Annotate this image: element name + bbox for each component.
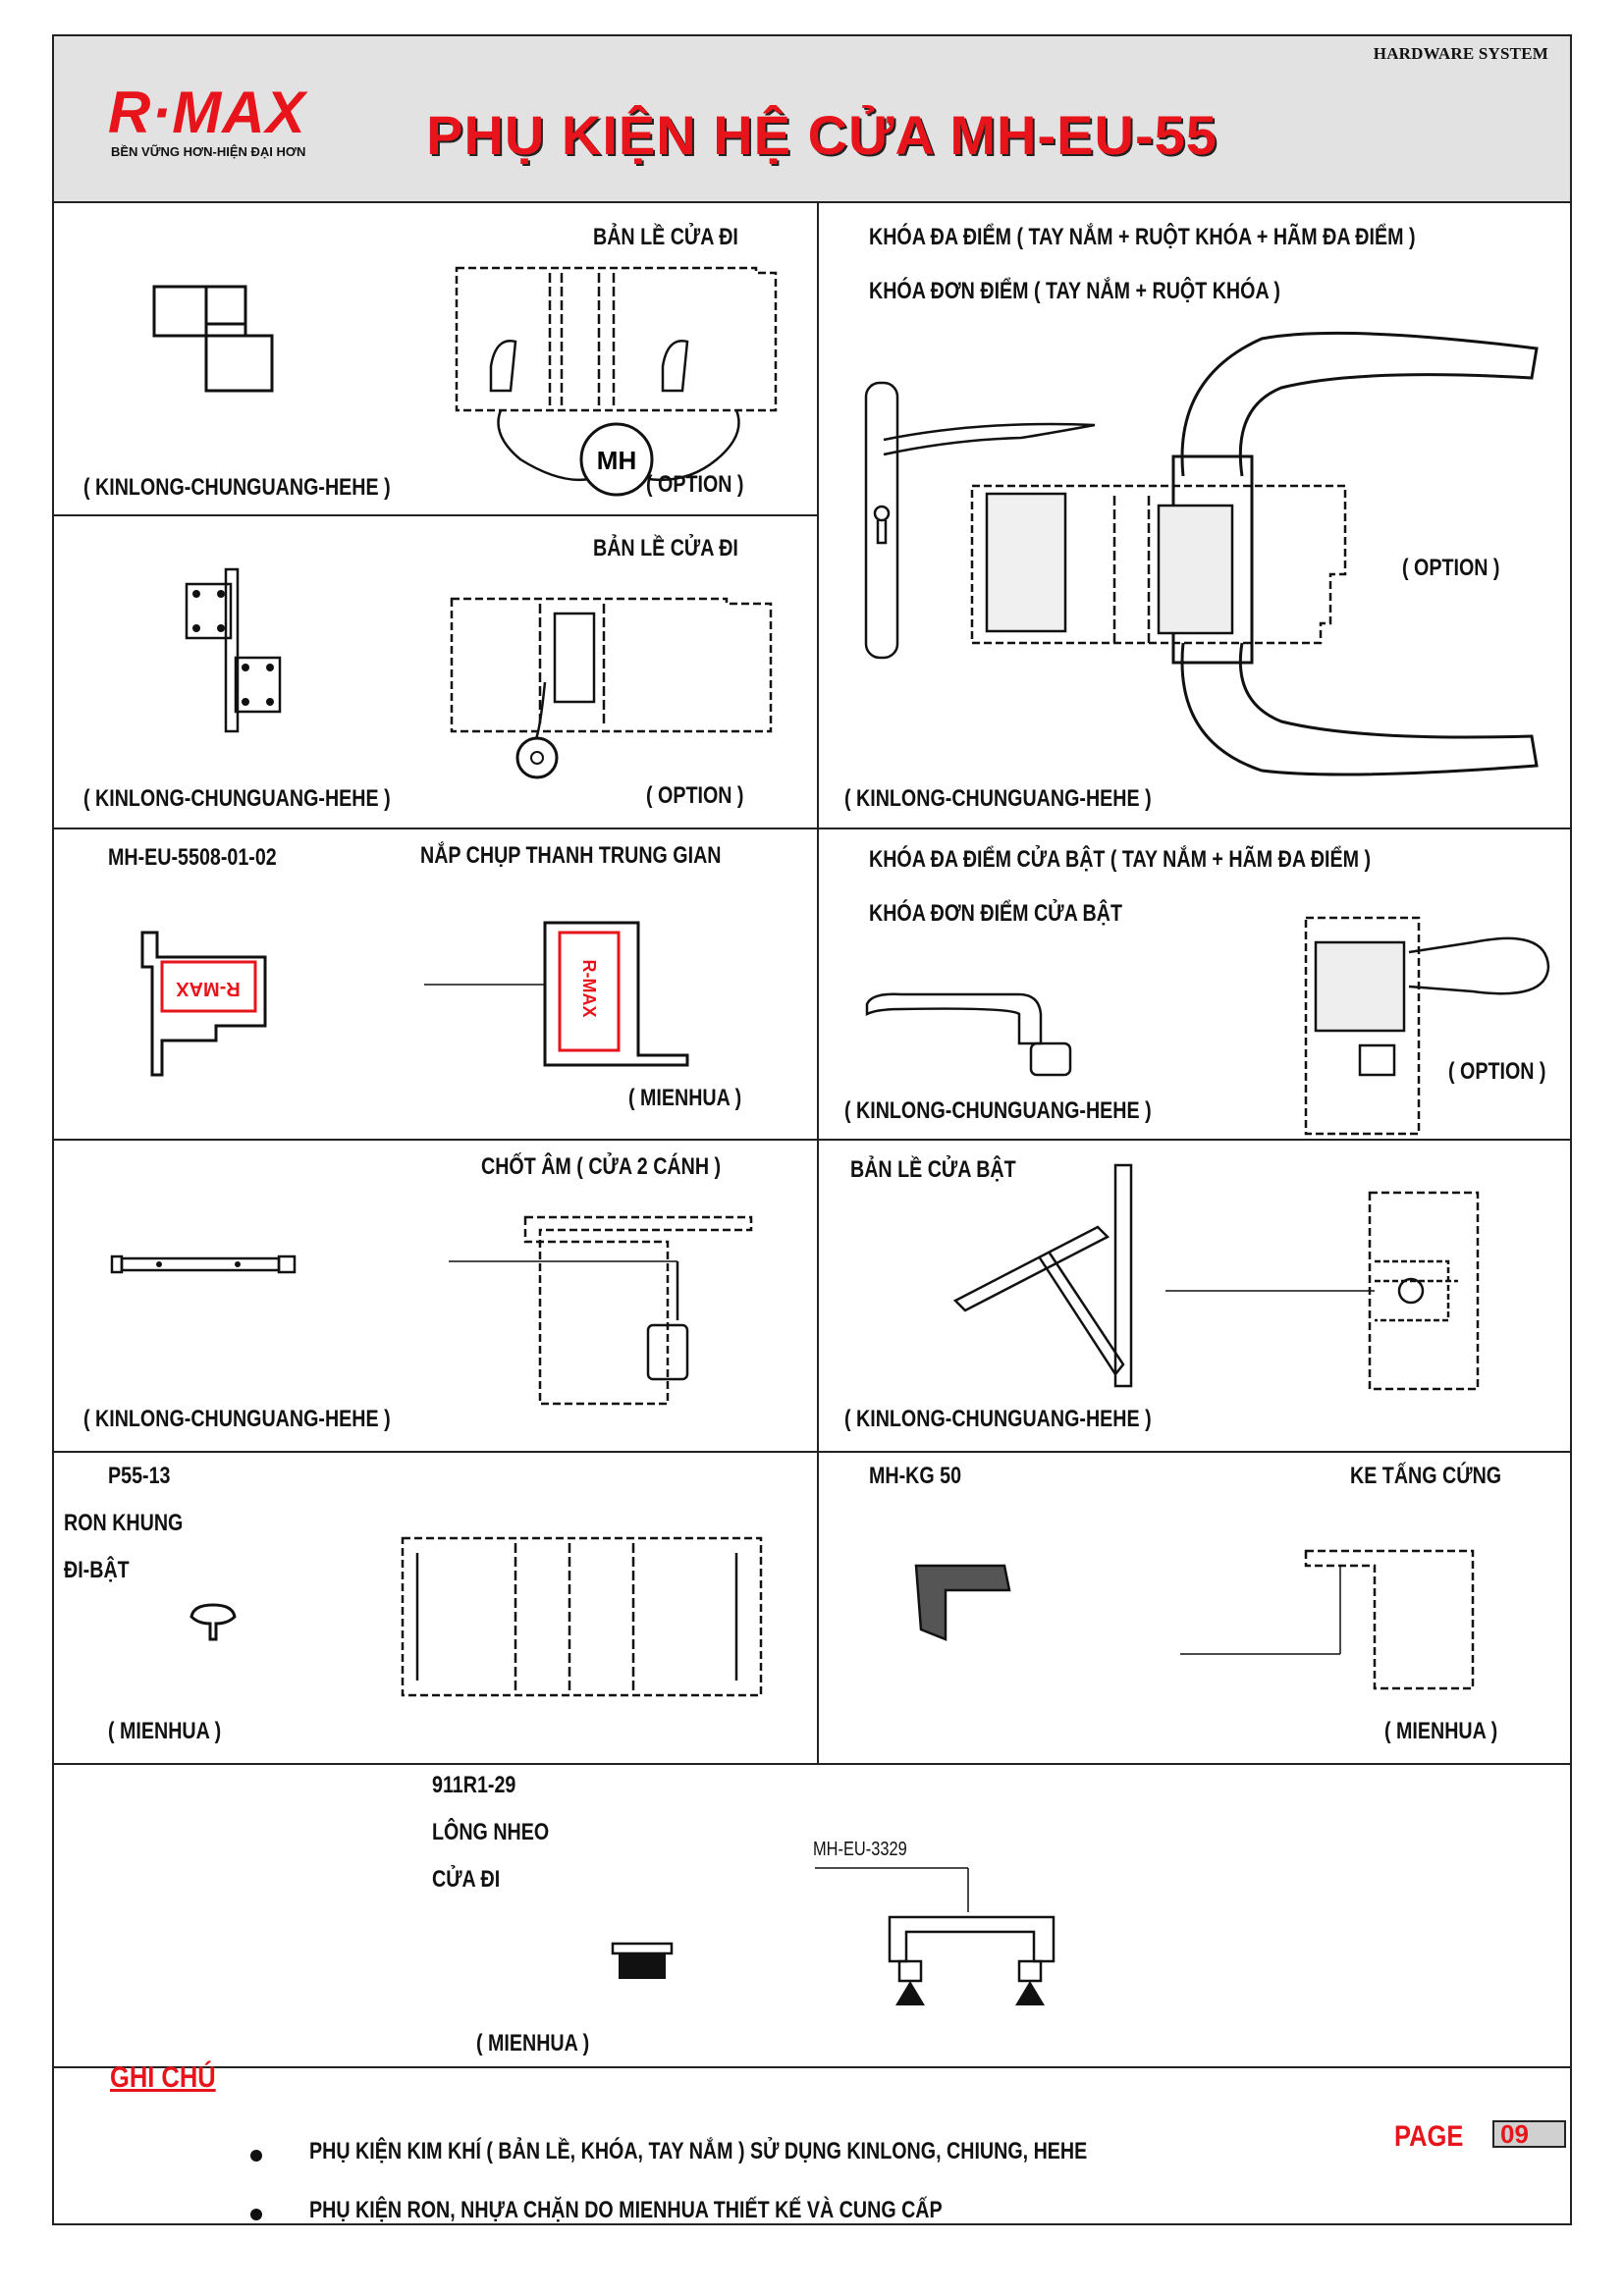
corner-key-section-drawing [1178, 1546, 1478, 1693]
gasket-code: P55-13 [108, 1463, 171, 1489]
gasket-name-2: ĐI-BẬT [64, 1557, 130, 1583]
divider-h-5 [54, 2066, 1570, 2068]
door-hinge-1-supplier: ( KINLONG-CHUNGUANG-HEHE ) [83, 474, 391, 501]
casement-lock-title-1: KHÓA ĐA ĐIỂM CỬA BẬT ( TAY NẮM + HÃM ĐA … [869, 846, 1372, 873]
note-bullet-1 [250, 2150, 262, 2162]
door-hinge-1-title: BẢN LỀ CỬA ĐI [593, 224, 738, 250]
casement-hinge-supplier: ( KINLONG-CHUNGUANG-HEHE ) [844, 1406, 1152, 1432]
notes-title: GHI CHÚ [110, 2061, 216, 2094]
mullion-mark-1: R-MAX [176, 978, 241, 999]
gasket-name-1: RON KHUNG [64, 1510, 184, 1536]
divider-h-1 [54, 828, 1570, 829]
mullion-cap-drawing: R-MAX [137, 928, 275, 1080]
brand-logo: R·MAX [108, 80, 306, 145]
note-bullet-2 [250, 2209, 262, 2220]
lock-section-drawing [967, 329, 1546, 780]
corner-key-code: MH-KG 50 [869, 1463, 962, 1489]
brush-code: 911R1-29 [432, 1772, 516, 1798]
door-hinge-2-title: BẢN LỀ CỬA ĐI [593, 535, 738, 561]
lock-supplier: ( KINLONG-CHUNGUANG-HEHE ) [844, 785, 1152, 812]
casement-lock-option: ( OPTION ) [1448, 1058, 1546, 1085]
flush-bolt-drawing [110, 1255, 297, 1274]
note-item-2: PHỤ KIỆN RON, NHỰA CHẶN DO MIENHUA THIẾT… [309, 2197, 943, 2223]
door-hinge-2-supplier: ( KINLONG-CHUNGUANG-HEHE ) [83, 785, 391, 812]
casement-hinge-title: BẢN LỀ CỬA BẬT [850, 1156, 1016, 1183]
corner-key-title: KE TẤNG CỨNG [1350, 1463, 1502, 1489]
divider-v-main [817, 201, 819, 1764]
brush-supplier: ( MIENHUA ) [476, 2030, 590, 2056]
lock-title-2: KHÓA ĐƠN ĐIỂM ( TAY NẮM + RUỘT KHÓA ) [869, 278, 1280, 304]
lever-handle-drawing [864, 381, 1100, 661]
gasket-section-drawing [398, 1533, 766, 1700]
corner-key-drawing [911, 1561, 1014, 1644]
page-number: 09 [1492, 2120, 1566, 2148]
divider-h-3 [54, 1451, 1570, 1453]
brand-slogan: BỀN VỮNG HƠN-HIỆN ĐẠI HƠN [111, 144, 306, 159]
divider-h-left-1 [54, 514, 817, 516]
page-title: PHỤ KIỆN HỆ CỬA MH-EU-55 [426, 104, 1218, 166]
mullion-code: MH-EU-5508-01-02 [108, 844, 277, 871]
brush-section-drawing [813, 1863, 1058, 2005]
brush-name-1: LÔNG NHEO [432, 1819, 550, 1845]
hinge-plate-drawing [152, 285, 275, 393]
page-frame [52, 34, 1572, 2225]
system-label: HARDWARE SYSTEM [1373, 44, 1548, 63]
flag-hinge-drawing [182, 564, 290, 736]
lock-title-1: KHÓA ĐA ĐIỂM ( TAY NẮM + RUỘT KHÓA + HÃM… [869, 224, 1416, 250]
gasket-profile-drawing [189, 1602, 238, 1643]
flush-bolt-title: CHỐT ÂM ( CỬA 2 CÁNH ) [481, 1153, 722, 1180]
mullion-section-drawing: R-MAX [422, 918, 692, 1065]
flush-bolt-section-drawing [447, 1212, 756, 1409]
lock-option: ( OPTION ) [1402, 555, 1500, 581]
friction-stay-drawing [950, 1163, 1147, 1389]
brush-seal-drawing [611, 1942, 675, 1979]
mullion-title: NẮP CHỤP THANH TRUNG GIAN [420, 842, 722, 869]
casement-hinge-section-drawing [1164, 1153, 1483, 1399]
hinge-2-section-drawing [447, 594, 776, 780]
casement-lock-supplier: ( KINLONG-CHUNGUANG-HEHE ) [844, 1097, 1152, 1124]
door-hinge-1-stamp: MH [597, 446, 636, 475]
divider-h-4 [54, 1763, 1570, 1765]
mullion-mark-2: R-MAX [579, 960, 599, 1018]
hinge-1-section-drawing: MH [452, 263, 781, 499]
header-bar: HARDWARE SYSTEM R·MAX BỀN VỮNG HƠN-HIỆN … [54, 36, 1570, 203]
divider-h-2 [54, 1139, 1570, 1141]
corner-key-supplier: ( MIENHUA ) [1384, 1718, 1498, 1744]
brush-name-2: CỬA ĐI [432, 1866, 501, 1893]
flush-bolt-supplier: ( KINLONG-CHUNGUANG-HEHE ) [83, 1406, 391, 1432]
casement-lock-section-drawing [1301, 913, 1556, 1139]
page-label: PAGE [1394, 2120, 1464, 2153]
casement-lock-title-2: KHÓA ĐƠN ĐIỂM CỬA BẬT [869, 900, 1122, 927]
brush-profile-label: MH-EU-3329 [813, 1839, 907, 1860]
gasket-supplier: ( MIENHUA ) [108, 1718, 222, 1744]
note-item-1: PHỤ KIỆN KIM KHÍ ( BẢN LỀ, KHÓA, TAY NẮM… [309, 2138, 1088, 2164]
casement-handle-drawing [862, 989, 1073, 1078]
door-hinge-2-option: ( OPTION ) [646, 782, 744, 809]
door-hinge-1-option: ( OPTION ) [646, 471, 744, 498]
mullion-supplier: ( MIENHUA ) [628, 1085, 742, 1111]
